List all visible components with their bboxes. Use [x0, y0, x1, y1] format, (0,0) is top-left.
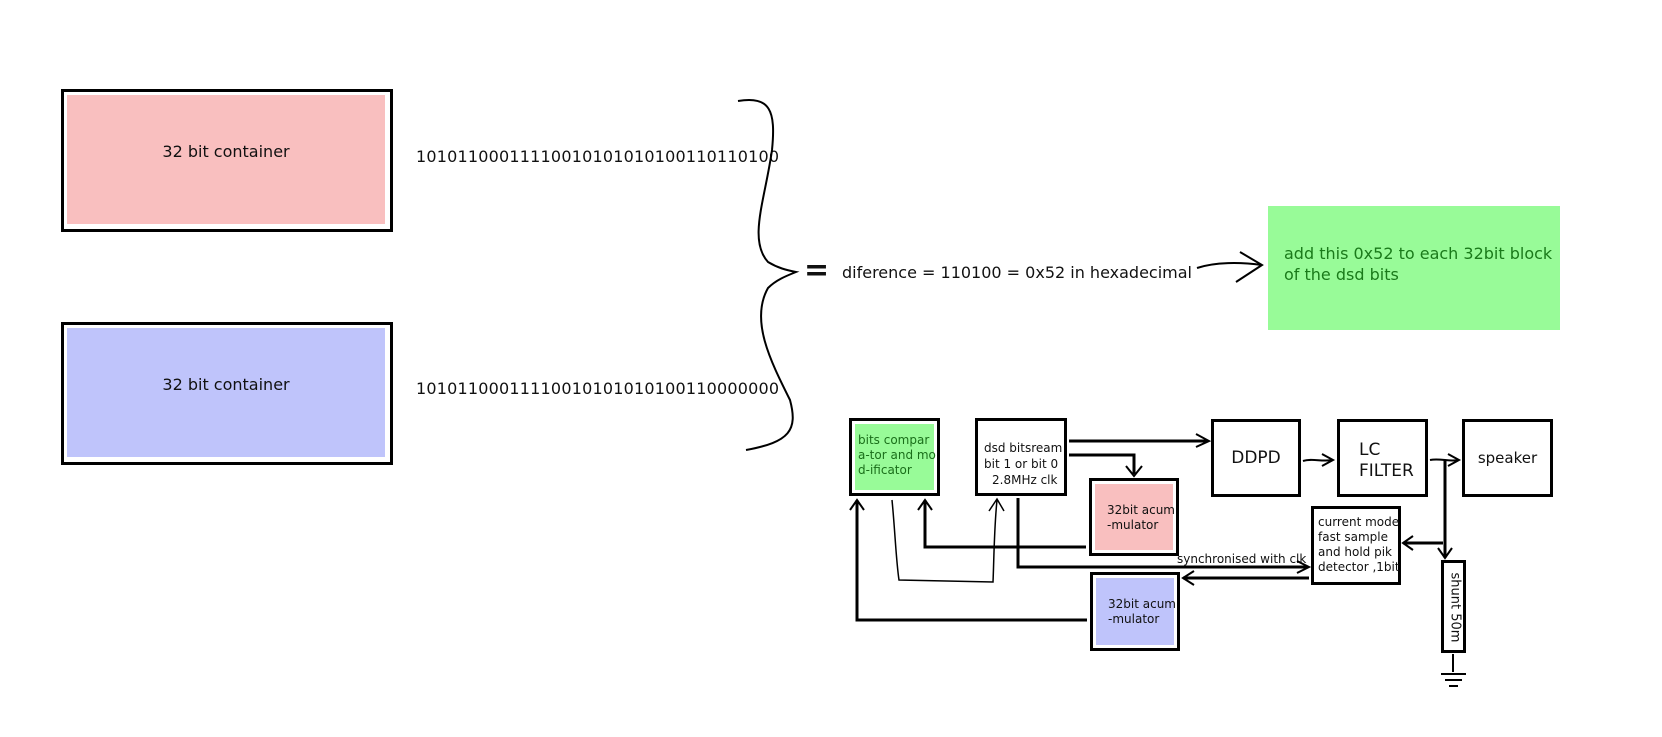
lc-filter-line2: FILTER	[1359, 461, 1414, 481]
shunt-resistor: shunt 50m	[1441, 560, 1466, 653]
accumulator-bottom-block: 32bit acum-mulator	[1090, 572, 1180, 651]
container-bottom-label: 32 bit container	[162, 375, 290, 394]
accumulator-bottom-fill: 32bit acum-mulator	[1096, 578, 1176, 645]
bits-bottom: 10101100011110010101010100110000000	[416, 379, 780, 398]
comparator-fill: bits compara-tor and mod-ificator	[855, 424, 936, 490]
comparator-label: bits compara-tor and mod-ificator	[858, 433, 936, 477]
wire-dsd-acc-top	[1069, 453, 1136, 474]
wire-loop-comparator-dsd	[891, 499, 998, 583]
arrow-head-comp-mid	[917, 498, 933, 511]
wire-ddpd-lc	[1302, 458, 1333, 462]
dsd-stream-line3: 2.8MHz clk	[992, 473, 1058, 487]
arrow-to-note-head	[1235, 251, 1264, 283]
ddpd-label: DDPD	[1231, 448, 1281, 468]
current-mode-block: current mode fast sample and hold pik de…	[1311, 506, 1401, 585]
difference-text: diference = 110100 = 0x52 in hexadecimal	[842, 263, 1192, 282]
container-bottom-fill: 32 bit container	[67, 328, 385, 457]
curly-brace	[737, 99, 800, 451]
current-mode-label: current mode fast sample and hold pik de…	[1318, 515, 1400, 574]
arrow-head-acc-bottom	[1181, 570, 1195, 586]
arrow-head-speaker	[1447, 453, 1462, 467]
accumulator-top-fill: 32bit acum-mulator	[1095, 484, 1175, 550]
accumulator-top-label: 32bit acum-mulator	[1107, 503, 1175, 532]
note-box: add this 0x52 to each 32bit block of the…	[1268, 206, 1560, 330]
speaker-label: speaker	[1477, 449, 1538, 467]
container-top-fill: 32 bit container	[67, 95, 385, 224]
speaker-block: speaker	[1462, 419, 1553, 497]
dsd-stream-line2: bit 1 or bit 0	[984, 457, 1059, 471]
accumulator-top-block: 32bit acum-mulator	[1089, 478, 1179, 556]
wire-sync	[1016, 498, 1308, 569]
wire-acc-top-comparator	[923, 500, 1086, 549]
arrow-to-note	[1196, 262, 1263, 269]
arrow-head-comp-left	[849, 498, 865, 511]
comparator-block: bits compara-tor and mod-ificator	[849, 418, 940, 496]
container-bottom: 32 bit container	[61, 322, 393, 465]
arrow-head-dsd-in	[988, 497, 1005, 512]
arrow-head-shunt	[1437, 547, 1453, 560]
arrow-head-lc	[1321, 453, 1336, 467]
arrow-head-acc-top	[1125, 465, 1143, 478]
sync-label: synchronised with clk	[1177, 552, 1307, 566]
arrow-head-current	[1401, 535, 1414, 551]
container-top-label: 32 bit container	[162, 142, 290, 161]
dsd-stream-line1: dsd bitsream	[984, 441, 1063, 455]
bits-top: 10101100011110010101010100110110100	[416, 147, 780, 166]
arrow-head-ddpd	[1195, 433, 1212, 448]
arrow-head-sync	[1296, 560, 1312, 574]
accumulator-bottom-label: 32bit acum-mulator	[1108, 597, 1176, 626]
container-top: 32 bit container	[61, 89, 393, 232]
note-text: add this 0x52 to each 32bit block of the…	[1284, 244, 1553, 284]
ddpd-block: DDPD	[1211, 419, 1301, 497]
wire-acc-bottom-comparator	[855, 500, 1087, 622]
equals-sign: =	[804, 253, 830, 288]
lc-filter-block: LC FILTER	[1337, 419, 1428, 497]
ground-symbol	[1441, 654, 1466, 687]
dsd-stream-block: dsd bitsream bit 1 or bit 0 2.8MHz clk	[975, 418, 1067, 496]
lc-filter-line1: LC	[1359, 440, 1381, 460]
